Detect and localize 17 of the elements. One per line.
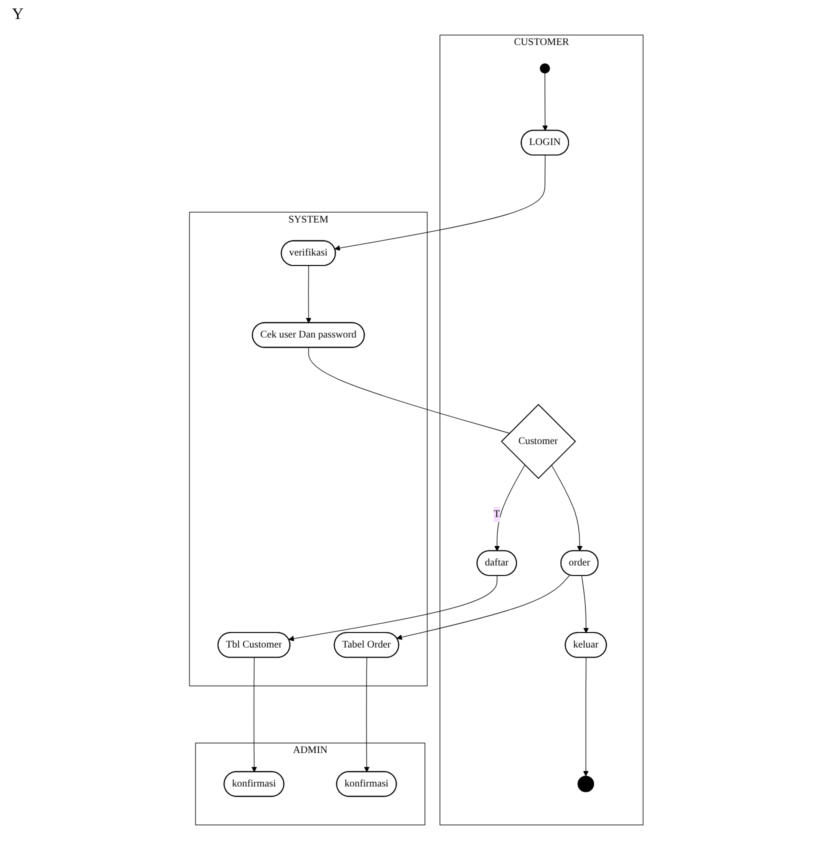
- arrow: [494, 464, 526, 552]
- arrow: [542, 72, 548, 131]
- branch-label: Y: [12, 6, 24, 23]
- node-diamond: Customer: [501, 404, 576, 479]
- node-circle: [578, 776, 594, 792]
- arrow: [364, 657, 370, 772]
- arrow: [288, 575, 498, 642]
- edge-label: T: [494, 508, 500, 520]
- node-circle: [540, 63, 550, 74]
- arrow: [551, 464, 583, 552]
- arrow: [396, 574, 570, 640]
- arrow: [252, 657, 258, 772]
- connector: [308, 347, 510, 434]
- arrow: [582, 575, 590, 634]
- arrow: [334, 155, 546, 251]
- arrow: [583, 657, 589, 776]
- arrow: [306, 266, 312, 324]
